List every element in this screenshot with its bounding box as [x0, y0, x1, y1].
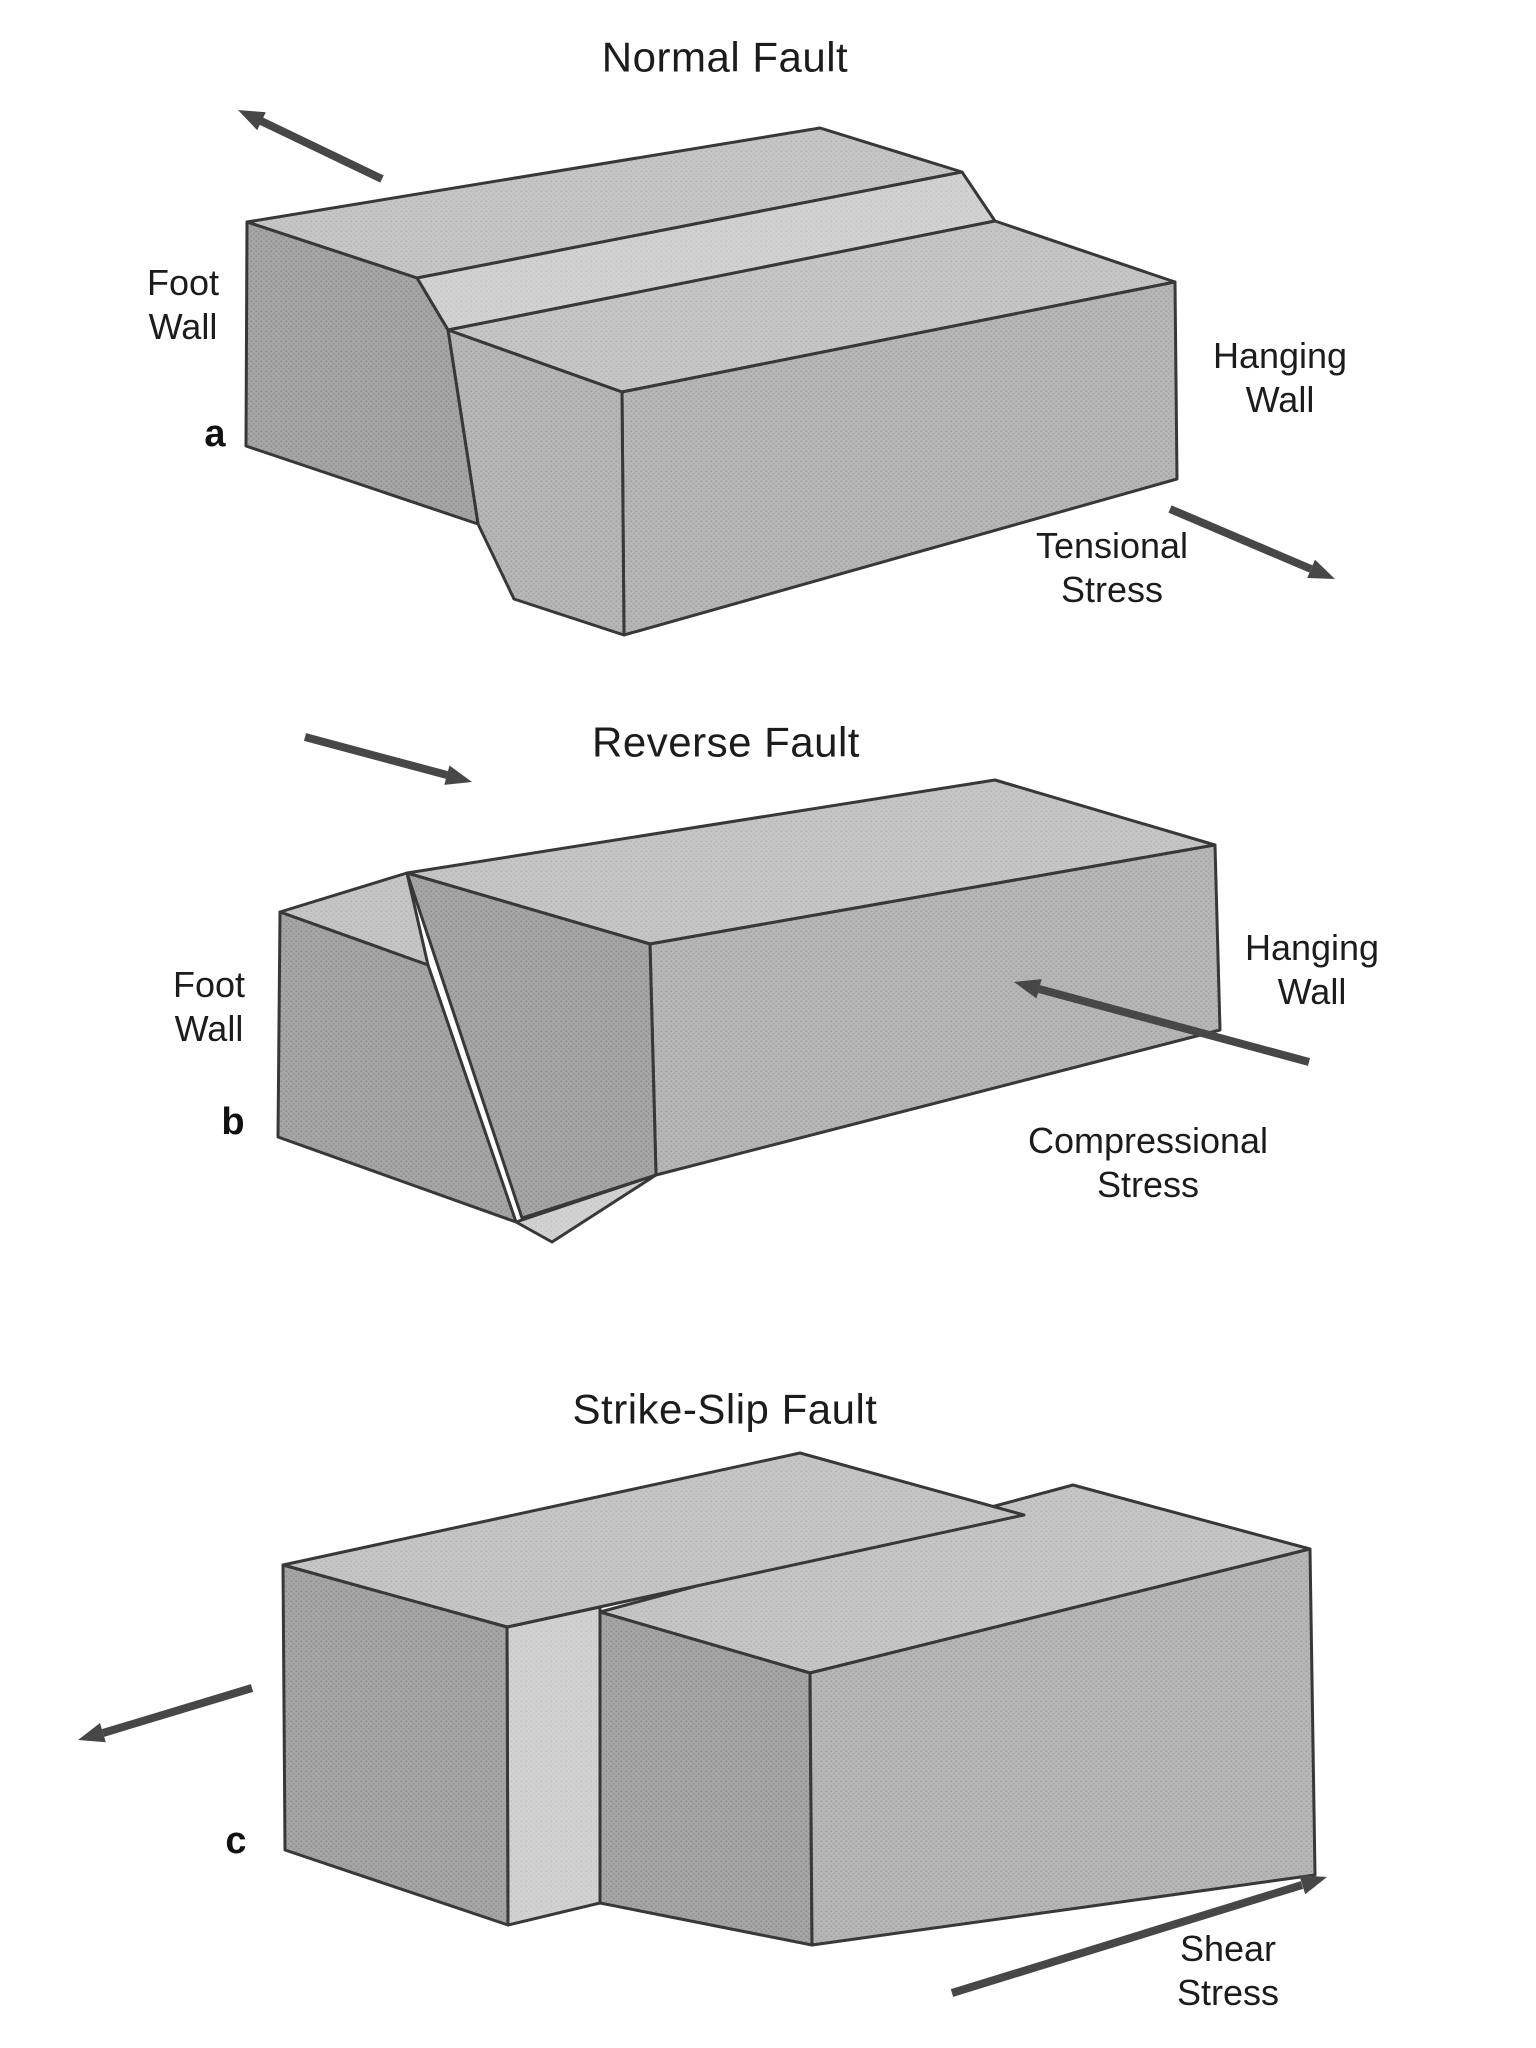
shear-arrow-right [950, 1875, 1327, 1997]
tension-arrow-left [238, 110, 384, 183]
panel-c-letter: c [225, 1819, 247, 1862]
reverse-hangingwall-label: Hanging Wall [1244, 927, 1380, 1012]
reverse-footwall-label: Foot Wall [172, 964, 246, 1049]
reverse-footwall-side-face [276, 910, 518, 1224]
compression-arrow-right [1014, 979, 1311, 1066]
shear-arrow-left [78, 1684, 254, 1743]
reverse-hangingwall-side-face [405, 871, 658, 1220]
tensional-stress-label: Tensional Stress [1035, 525, 1189, 610]
normal-fault-title: Normal Fault [601, 33, 849, 81]
panel-b-letter: b [221, 1100, 245, 1143]
strike-slip-fault-title: Strike-Slip Fault [572, 1385, 878, 1433]
strikeslip-right-front-face [808, 1547, 1317, 1947]
strikeslip-left-side-face [281, 1563, 510, 1927]
tension-arrow-right [1168, 505, 1335, 579]
normal-hangingwall-label: Hanging Wall [1212, 335, 1348, 420]
reverse-fault-title: Reverse Fault [592, 718, 860, 766]
normal-footwall-side-face [244, 220, 480, 526]
strikeslip-fault-plane-face [505, 1605, 602, 1927]
normal-fault-block [238, 110, 1335, 637]
strike-slip-fault-block [78, 1451, 1327, 1997]
normal-footwall-label: Foot Wall [146, 262, 220, 347]
panel-a-letter: a [204, 412, 226, 455]
compressional-stress-label: Compressional Stress [1027, 1120, 1269, 1205]
reverse-fault-block [276, 733, 1311, 1244]
shear-stress-label: Shear Stress [1176, 1928, 1280, 2013]
compression-arrow-left [303, 733, 472, 785]
